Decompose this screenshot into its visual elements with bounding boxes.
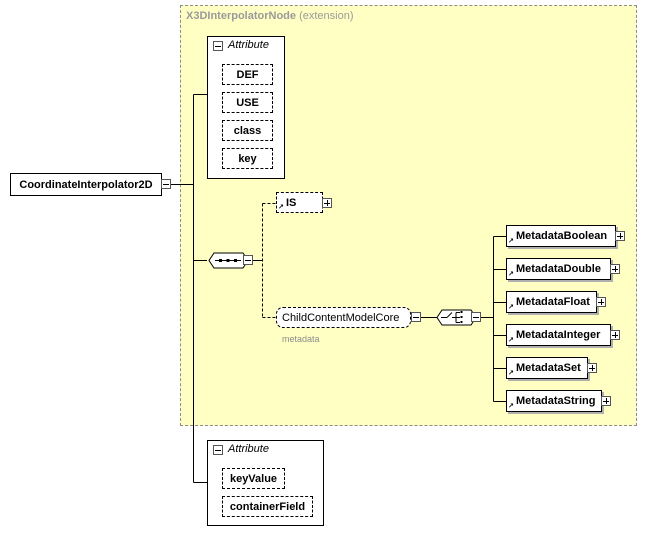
reference-arrow-icon: ↗ — [508, 271, 514, 278]
attribute-containerfield[interactable]: containerField — [222, 496, 313, 517]
is-element-label: IS — [286, 196, 297, 209]
metadata-boolean-element[interactable]: ↗MetadataBoolean — [506, 225, 616, 247]
attribute-key-label: key — [238, 152, 257, 165]
metadata-double-element[interactable]: ↗MetadataDouble — [506, 258, 611, 280]
reference-arrow-icon: ↗ — [508, 337, 514, 344]
attribute-group-1-collapse-icon[interactable] — [213, 41, 223, 51]
group-ref-child-content-model-core[interactable]: ChildContentModelCore — [276, 307, 411, 328]
choice-collapse-icon[interactable] — [471, 312, 481, 322]
metadata-boolean-expand-icon[interactable] — [615, 231, 625, 241]
metadata-double-label: MetadataDouble — [516, 263, 601, 275]
attribute-keyvalue-label: keyValue — [229, 472, 278, 485]
extension-title: X3DInterpolatorNode (extension) — [186, 10, 354, 22]
metadata-double-expand-icon[interactable] — [610, 264, 620, 274]
metadata-set-label: MetadataSet — [516, 362, 581, 374]
metadata-string-element[interactable]: ↗MetadataString — [506, 390, 602, 412]
root-collapse-icon[interactable] — [161, 179, 171, 189]
group-ref-collapse-icon[interactable] — [411, 312, 421, 322]
metadata-float-label: MetadataFloat — [516, 296, 590, 308]
group-ref-label: ChildContentModelCore — [282, 311, 400, 324]
attribute-group-2-label: Attribute — [228, 443, 269, 455]
attribute-keyvalue[interactable]: keyValue — [222, 468, 285, 489]
group-ref-sublabel: metadata — [282, 334, 320, 344]
reference-arrow-icon: ↗ — [278, 204, 284, 211]
attribute-use-label: USE — [236, 96, 259, 109]
reference-arrow-icon: ↗ — [508, 304, 514, 311]
attribute-key[interactable]: key — [222, 148, 273, 169]
attribute-def-label: DEF — [236, 68, 259, 81]
reference-arrow-icon: ↗ — [508, 403, 514, 410]
metadata-set-element[interactable]: ↗MetadataSet — [506, 357, 588, 379]
attribute-group-1-label: Attribute — [228, 39, 269, 51]
is-element[interactable]: ↗IS — [276, 192, 323, 213]
metadata-boolean-label: MetadataBoolean — [516, 230, 608, 242]
root-element[interactable]: CoordinateInterpolator2D — [10, 173, 162, 196]
metadata-string-label: MetadataString — [516, 395, 596, 407]
metadata-set-expand-icon[interactable] — [587, 363, 597, 373]
attribute-class[interactable]: class — [222, 120, 273, 141]
sequence-collapse-icon[interactable] — [243, 255, 253, 265]
metadata-integer-label: MetadataInteger — [516, 329, 601, 341]
reference-arrow-icon: ↗ — [508, 370, 514, 377]
metadata-string-expand-icon[interactable] — [601, 396, 611, 406]
attribute-group-2-collapse-icon[interactable] — [213, 445, 223, 455]
metadata-integer-expand-icon[interactable] — [610, 330, 620, 340]
attribute-use[interactable]: USE — [222, 92, 273, 113]
extension-name: X3DInterpolatorNode — [186, 10, 297, 22]
attribute-class-label: class — [233, 124, 262, 137]
extension-note: (extension) — [299, 10, 354, 22]
attribute-containerfield-label: containerField — [229, 500, 306, 513]
metadata-float-element[interactable]: ↗MetadataFloat — [506, 291, 597, 313]
metadata-integer-element[interactable]: ↗MetadataInteger — [506, 324, 611, 346]
is-expand-icon[interactable] — [322, 198, 332, 208]
reference-arrow-icon: ↗ — [508, 238, 514, 245]
attribute-def[interactable]: DEF — [222, 64, 273, 85]
metadata-float-expand-icon[interactable] — [596, 297, 606, 307]
root-element-label: CoordinateInterpolator2D — [19, 178, 153, 191]
